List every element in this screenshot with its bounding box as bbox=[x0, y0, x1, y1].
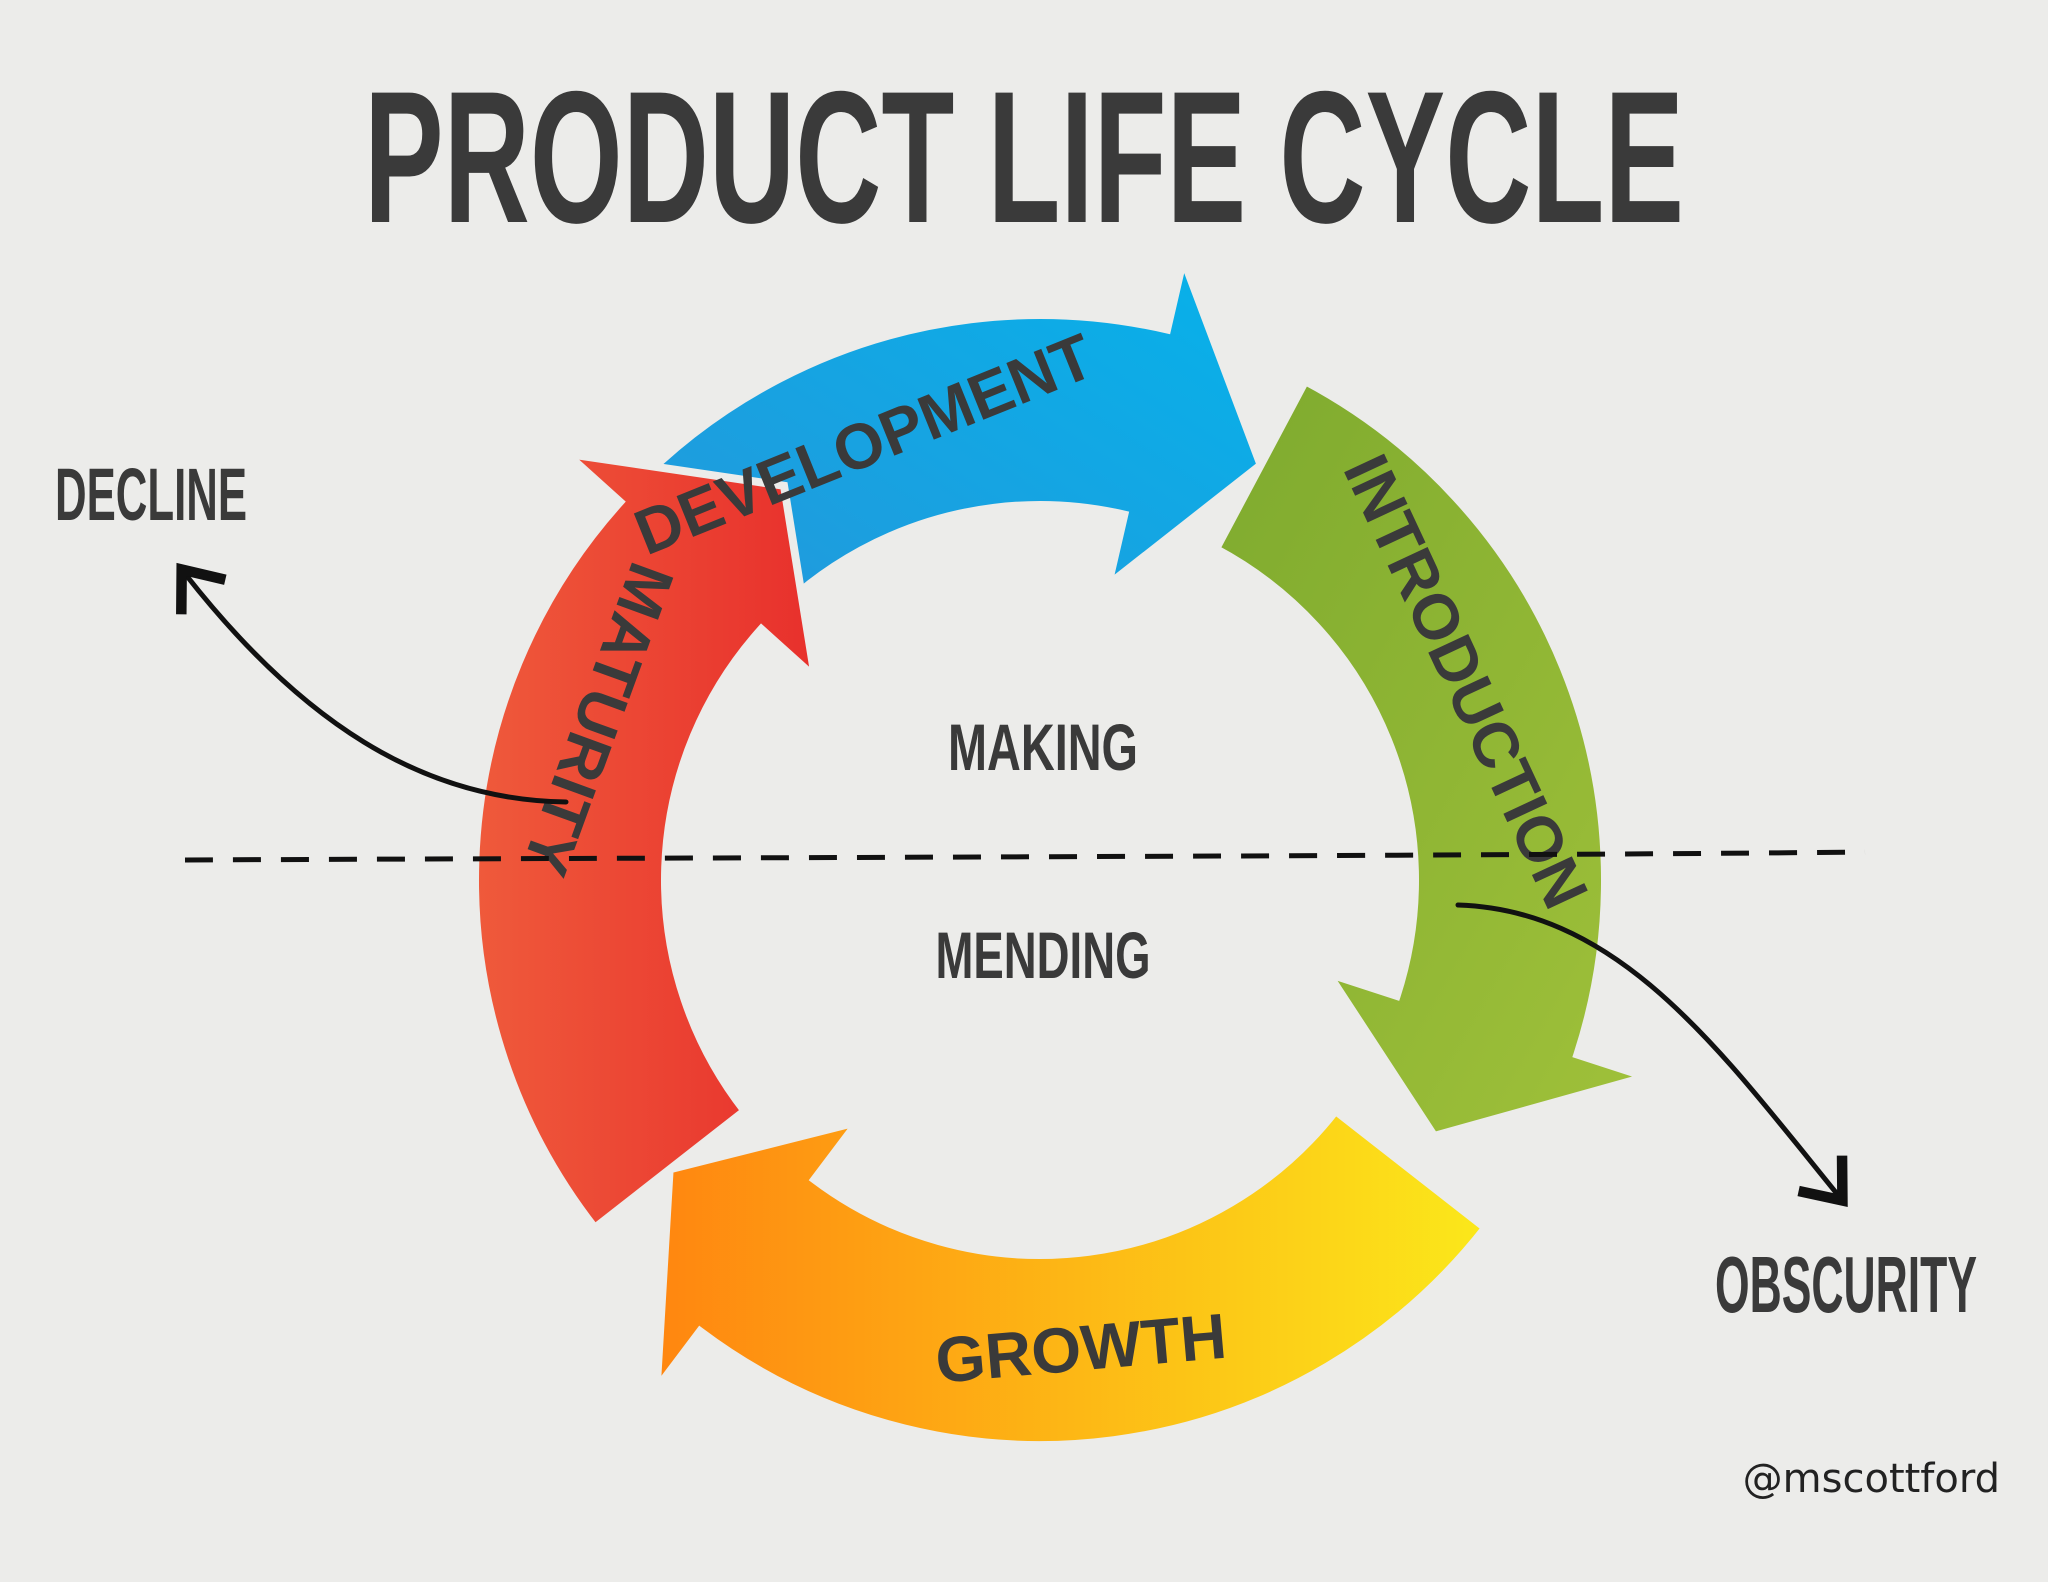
zone-label-making: MAKING bbox=[948, 710, 1138, 784]
author-credit: @mscottford bbox=[1743, 1456, 2000, 1502]
making-mending-divider bbox=[184, 849, 1866, 863]
decline-label: DECLINE bbox=[55, 453, 247, 536]
obscurity-arrow bbox=[1455, 902, 1848, 1207]
page-title: PRODUCT LIFE CYCLE bbox=[364, 52, 1684, 262]
decline-arrow bbox=[176, 562, 569, 805]
zone-label-mending: MENDING bbox=[936, 918, 1151, 992]
stage-arrow-growth bbox=[651, 1105, 1491, 1449]
obscurity-label: OBSCURITY bbox=[1715, 1240, 1977, 1329]
stage-arrow-introduction bbox=[1210, 375, 1660, 1141]
stage-arrow-maturity bbox=[470, 447, 821, 1234]
